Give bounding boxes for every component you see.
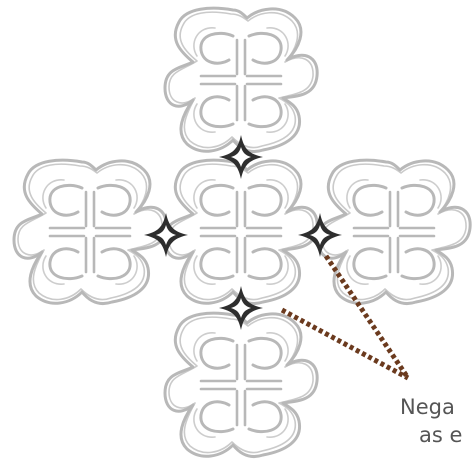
star-bottom [219, 286, 263, 330]
leader-line-right-star [323, 254, 411, 380]
motif-left [12, 158, 168, 306]
annotation-text: Nega as e [400, 393, 476, 449]
leader-line-bottom-star [280, 307, 410, 381]
annotation-line-1: Nega [400, 395, 455, 419]
leader-lines [280, 254, 411, 381]
motif-top [163, 6, 319, 154]
annotation-line-2: as e [419, 423, 463, 447]
motif-center [163, 158, 319, 306]
motif-bottom [163, 311, 319, 459]
